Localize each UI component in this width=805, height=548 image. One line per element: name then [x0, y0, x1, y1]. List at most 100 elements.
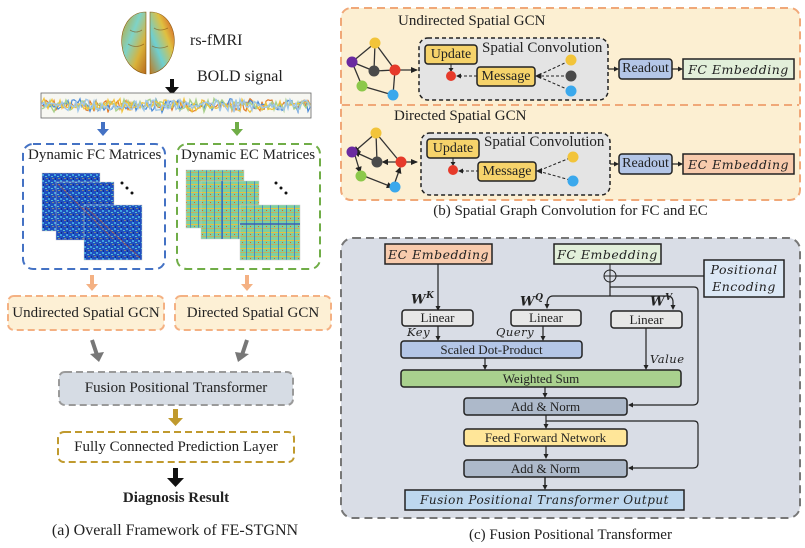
dnode-gray-icon	[371, 156, 383, 168]
diagnosis-result-label: Diagnosis Result	[122, 490, 230, 506]
positional-encoding-line1: Positional	[710, 262, 778, 277]
undirected-gcn-label: Undirected Spatial GCN	[12, 304, 160, 321]
panel-b-caption: (b) Spatial Graph Convolution for FC and…	[433, 203, 708, 219]
query-label: Query	[496, 325, 535, 339]
ffn-label: Feed Forward Network	[484, 429, 607, 445]
add-norm-label-1: Add & Norm	[510, 398, 581, 414]
positional-encoding-label: Positional Encoding	[704, 261, 784, 295]
directed-gcn-label: Directed Spatial GCN	[186, 304, 320, 321]
output-label: Fusion Positional Transformer Output	[420, 493, 669, 507]
node-yellow-icon	[369, 37, 381, 49]
dnode-red-icon	[395, 156, 407, 168]
neighbor-gray-icon	[565, 70, 577, 82]
bold-signal-plot	[40, 92, 312, 119]
fusion-transformer-box	[58, 371, 294, 406]
bold-signal-label: BOLD signal	[197, 68, 283, 85]
fc-embedding-label-c: FC Embedding	[557, 246, 658, 262]
weight-q-label: WQ	[520, 293, 543, 309]
node-red-icon	[389, 64, 401, 76]
arrow-fusion-to-fc-layer	[168, 409, 183, 426]
target-node-icon	[446, 71, 456, 81]
undirected-gcn-box	[7, 295, 165, 331]
undirected-conv-title: Spatial Convolution	[482, 40, 603, 56]
weight-v-label: WV	[650, 293, 673, 309]
panel-a-caption: (a) Overall Framework of FE-STGNN	[51, 522, 299, 539]
wq-sup: Q	[535, 293, 544, 303]
arrow-directed-to-fusion	[235, 339, 249, 362]
dneighbor-yellow-icon	[567, 151, 579, 163]
undirected-message-label: Message	[481, 68, 531, 84]
weighted-sum-label: Weighted Sum	[502, 370, 580, 386]
node-green-icon	[356, 80, 368, 92]
undirected-readout-label: Readout	[622, 61, 669, 76]
wk-base: W	[411, 292, 427, 308]
wv-sup: V	[665, 293, 673, 303]
arrow-fc-to-gcn	[86, 275, 98, 291]
value-label: Value	[650, 352, 685, 366]
directed-gcn-box	[174, 295, 332, 331]
linear-q-box	[510, 309, 582, 327]
linear-k-label: Linear	[420, 310, 455, 325]
dtarget-node-icon	[448, 165, 458, 175]
weight-k-label: WK	[411, 291, 434, 307]
directed-message-label: Message	[482, 163, 532, 179]
rs-fmri-label: rs-fMRI	[190, 32, 243, 49]
linear-q-label: Linear	[529, 310, 563, 325]
arrow-to-result	[167, 468, 184, 487]
directed-update-label: Update	[432, 140, 474, 156]
node-gray-icon	[368, 65, 380, 77]
panel-c-caption: (c) Fusion Positional Transformer	[469, 527, 672, 543]
weighted-sum-box	[400, 369, 682, 388]
undirected-title: Undirected Spatial GCN	[398, 13, 546, 29]
fc-embedding-box-c	[553, 243, 662, 265]
dnode-yellow-icon	[370, 127, 382, 139]
dneighbor-blue-icon	[567, 175, 579, 187]
directed-title: Directed Spatial GCN	[394, 108, 527, 124]
directed-readout-label: Readout	[622, 156, 669, 171]
node-blue-icon	[387, 89, 399, 101]
prediction-layer-box	[57, 431, 295, 463]
scaled-dot-product-label: Scaled Dot-Product	[440, 341, 543, 357]
brain-icon	[121, 11, 175, 75]
arrow-undirected-to-fusion	[90, 339, 104, 362]
arrow-to-ec	[231, 122, 243, 136]
undirected-update-label: Update	[430, 46, 472, 62]
fc-matrix-stack	[41, 172, 143, 261]
fc-ellipsis	[120, 181, 134, 195]
fc-embedding-label-b: FC Embedding	[688, 61, 789, 77]
wq-base: W	[520, 294, 536, 310]
key-label: Key	[407, 325, 431, 339]
ec-embedding-box-b	[682, 153, 795, 175]
neighbor-blue-icon	[565, 85, 577, 97]
wk-sup: K	[426, 291, 435, 301]
wv-base: W	[650, 294, 666, 310]
arrow-ec-to-gcn	[241, 275, 253, 291]
dnode-green-icon	[355, 170, 367, 182]
linear-v-label: Linear	[629, 311, 664, 327]
ec-embedding-label-b: EC Embedding	[687, 156, 790, 172]
positional-encoding-box	[703, 259, 785, 298]
dnode-blue-icon	[389, 181, 401, 193]
scaled-dot-product-box	[400, 340, 583, 359]
add-circle-icon	[603, 269, 617, 283]
ec-embedding-label-c: EC Embedding	[387, 246, 490, 262]
arrow-to-fc	[97, 122, 109, 136]
fc-group-title: Dynamic FC Matrices	[28, 147, 162, 163]
ec-group-title: Dynamic EC Matrices	[181, 147, 316, 163]
fc-embedding-box-b	[682, 58, 795, 80]
directed-conv-title: Spatial Convolution	[484, 134, 605, 150]
dnode-purple-icon	[346, 146, 358, 158]
ec-matrix-stack	[185, 169, 301, 261]
neighbor-yellow-icon	[565, 54, 577, 66]
fc-matrices-group	[22, 143, 166, 270]
prediction-layer-label: Fully Connected Prediction Layer	[74, 438, 278, 455]
fusion-transformer-label: Fusion Positional Transformer	[84, 380, 268, 396]
output-box	[404, 489, 685, 511]
add-norm-label-2: Add & Norm	[510, 460, 581, 476]
positional-encoding-line2: Encoding	[712, 279, 776, 294]
ec-ellipsis	[274, 181, 288, 195]
node-purple-icon	[346, 56, 358, 68]
